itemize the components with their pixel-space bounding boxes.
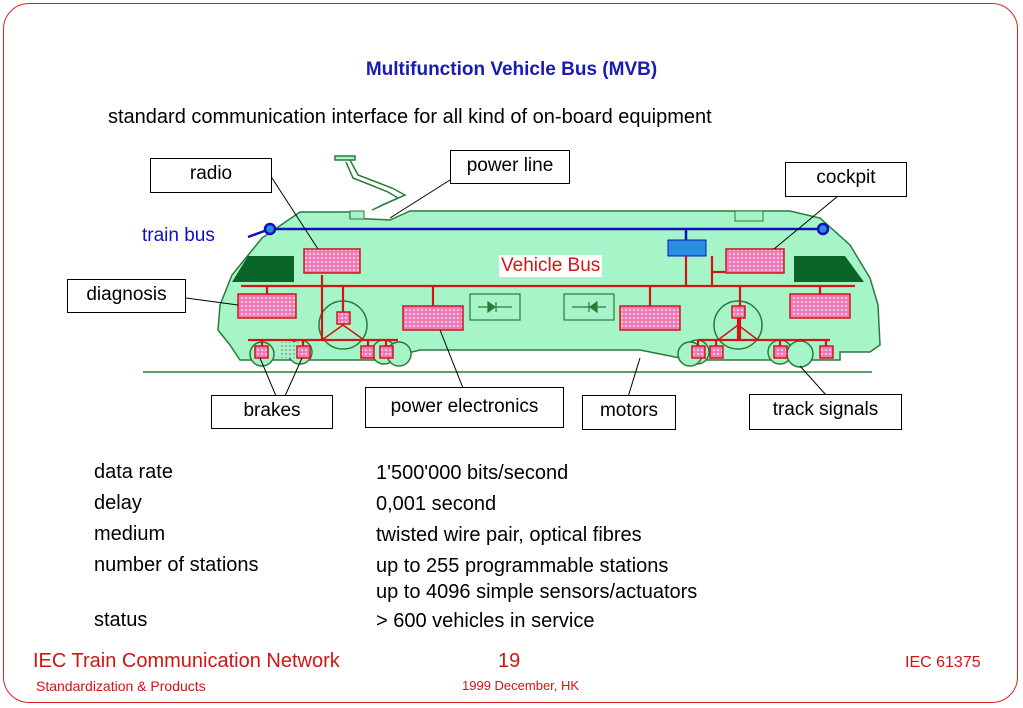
station-cockpit <box>725 248 785 274</box>
spec-key: number of stations <box>94 554 259 576</box>
spec-key: delay <box>94 492 142 514</box>
footer-subtitle: Standardization & Products <box>36 678 206 694</box>
station-radio <box>303 248 361 274</box>
slide-frame <box>3 3 1018 703</box>
spec-row: status > 600 vehicles in service <box>94 605 697 636</box>
spec-key: status <box>94 609 148 631</box>
station-motors <box>619 305 681 331</box>
spec-value: > 600 vehicles in service <box>376 610 595 632</box>
spec-value: up to 255 programmable stations up to 40… <box>376 555 698 603</box>
bogie-frames <box>321 324 759 341</box>
spec-value: 1'500'000 bits/second <box>376 462 569 484</box>
label-power-line: power line <box>450 150 570 184</box>
sensors <box>254 305 834 359</box>
spec-key: medium <box>94 523 166 545</box>
spec-row: number of stations up to 255 programmabl… <box>94 550 697 605</box>
spec-row: delay 0,001 second <box>94 488 697 519</box>
spec-value: twisted wire pair, optical fibres <box>376 524 642 546</box>
spec-row: medium twisted wire pair, optical fibres <box>94 519 697 550</box>
converter-boxes <box>469 293 615 321</box>
cab-window-right <box>794 256 864 282</box>
device-stations <box>237 248 851 331</box>
page-number: 19 <box>498 650 521 672</box>
label-cockpit: cockpit <box>785 162 907 197</box>
spec-row: data rate 1'500'000 bits/second <box>94 457 697 488</box>
label-track-signals: track signals <box>749 394 902 430</box>
callout-lines <box>185 177 839 398</box>
cab-window-left <box>232 256 294 282</box>
label-motors: motors <box>582 395 676 430</box>
footer-date: 1999 December, HK <box>462 678 580 693</box>
footer-title: IEC Train Communication Network <box>33 650 340 672</box>
label-vehicle-bus: Vehicle Bus <box>499 255 603 277</box>
gateway-node <box>667 239 707 257</box>
spec-value: 0,001 second <box>376 493 497 515</box>
label-radio: radio <box>150 158 272 193</box>
footer-standard: IEC 61375 <box>905 654 981 671</box>
station-right <box>789 293 851 319</box>
label-brakes: brakes <box>211 395 333 429</box>
label-power-electronics: power electronics <box>365 387 564 428</box>
slide-title: Multifunction Vehicle Bus (MVB) <box>365 59 658 80</box>
label-diagnosis: diagnosis <box>67 279 186 313</box>
station-diagnosis <box>237 293 297 319</box>
spec-table: data rate 1'500'000 bits/second delay 0,… <box>94 457 697 636</box>
spec-key: data rate <box>94 461 173 483</box>
slide-subtitle: standard communication interface for all… <box>108 106 712 128</box>
station-power-electronics <box>402 305 464 331</box>
pantograph <box>334 155 407 211</box>
label-train-bus: train bus <box>142 225 215 246</box>
